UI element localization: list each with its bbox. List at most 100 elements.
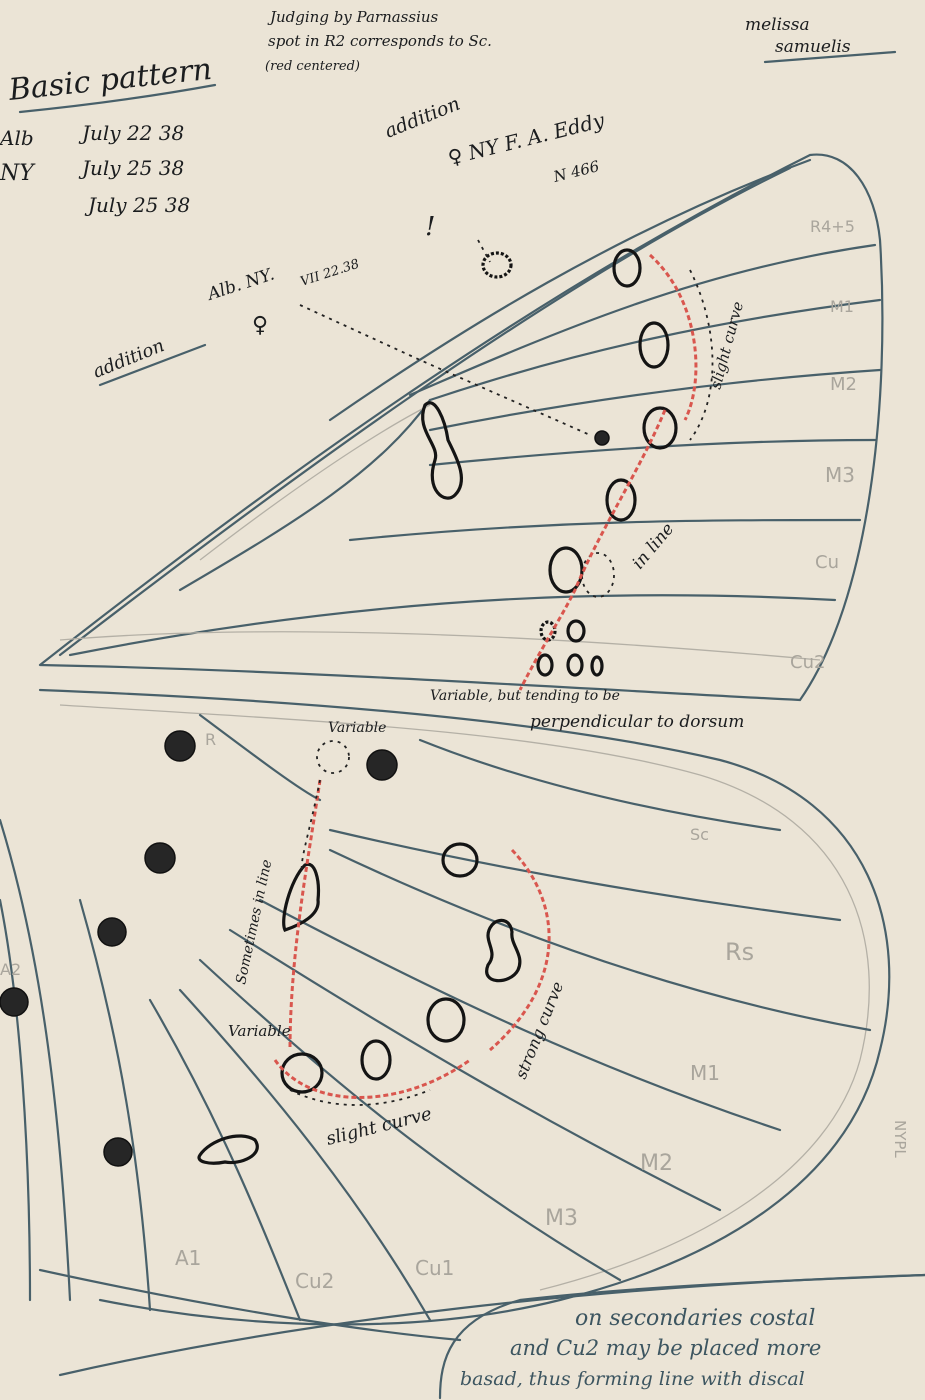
note-line: (red centered) [265,59,360,74]
strong-curve-note: strong curve [511,979,567,1082]
spot [638,321,670,369]
dotted-curve [300,779,321,871]
hindwing-vein [198,713,322,802]
spot [481,251,513,279]
spot [421,401,464,500]
spot [366,749,398,781]
locality: Alb [0,126,34,150]
hindwing-vein [178,988,432,1322]
vein-label: Sc [690,825,709,844]
red-curve [489,848,551,1052]
spot [590,655,604,677]
variable-note: perpendicular to dorsum [530,712,744,732]
vein-label: M3 [545,1206,578,1231]
slight-curve-note: slight curve [706,299,747,391]
addition-label: addition [382,93,464,143]
vein-label: R4+5 [810,217,855,236]
spot [280,1052,324,1094]
spot [97,917,127,947]
addition-underline [98,343,207,387]
hindwing-outline [38,688,891,1326]
spot [316,740,350,774]
footer-note-line: basad, thus forming line with discal [460,1368,805,1390]
sometimes-in-line-note: Sometimes in line [233,858,275,986]
red-curve [288,779,322,1051]
hindwing-vein [228,928,722,1212]
forewing-pencil-line [59,631,821,661]
hindwing [0,688,925,1377]
title-underline [18,83,217,114]
vein-label: M2 [640,1151,673,1176]
vein-label: R [205,730,216,749]
hindwing-spots [0,730,522,1167]
spot [360,1039,392,1081]
spot [642,406,678,450]
footer-note-frame [438,1273,925,1400]
spot [485,918,522,983]
spot [197,1134,259,1165]
locality: NY [0,161,36,186]
note-line: Judging by Parnassius [267,8,439,26]
forewing-spots [421,248,678,677]
vein-label: Rs [725,938,754,966]
variable-note: Variable [228,1022,291,1040]
hindwing-vein [258,898,782,1132]
spot [605,478,637,522]
vein-label: M1 [830,297,854,316]
addition-label: addition [90,335,167,383]
hindwing-pencil-line [59,704,870,1291]
page-title: Basic pattern [6,52,213,108]
hindwing-vein [418,738,782,832]
forewing-vein [68,594,837,657]
specimen-label: Alb. NY. [203,264,276,305]
specimen-label: ♀ [252,313,268,338]
dotted-curve [689,269,714,441]
footer-note-line: on secondaries costal [575,1306,815,1331]
vein-label: Cu1 [415,1256,454,1280]
date: July 25 38 [78,156,184,180]
forewing-vein [428,368,882,432]
vein-label: A1 [175,1246,201,1270]
hindwing-vein [38,1268,462,1342]
forewing-vein [428,298,882,402]
hindwing-vein [78,898,152,1312]
exclamation-mark: ! [425,212,435,242]
spot [594,430,610,446]
spot [426,997,466,1043]
specimen-number: N 466 [551,157,602,186]
variable-note: Variable, but tending to be [430,688,620,704]
in-line-note: in line [629,519,679,573]
spot [441,842,479,878]
spot [581,552,615,598]
red-curve [648,253,698,421]
vein-label: M1 [690,1061,720,1085]
hindwing-vein [0,818,72,1302]
forewing-vein [408,243,877,397]
spot [282,862,321,932]
forewing-outline [38,153,884,702]
note-line: spot in R2 corresponds to Sc. [268,32,492,50]
vein-label: M3 [825,463,855,487]
species-name: samuelis [775,37,851,57]
spot [536,653,554,677]
spot [144,842,176,874]
vein-label: Cu [815,552,839,573]
date: July 22 38 [78,121,184,145]
forewing-vein [178,398,432,592]
vein-label: Cu2 [295,1269,334,1293]
hindwing-vein [148,998,302,1322]
nypl-stamp: NYPL [891,1120,909,1158]
spot [103,1137,133,1167]
footer-note-line: and Cu2 may be placed more [510,1336,821,1360]
slight-curve-note: slight curve [324,1103,434,1149]
red-curve [518,409,667,691]
hindwing-vein [328,828,842,922]
vein-label: A2 [0,960,21,979]
forewing [38,153,884,702]
forewing-pencil-line [199,404,431,561]
spot [164,730,196,762]
spot [566,619,586,643]
species-underline [763,50,897,64]
vein-label: M2 [830,374,857,395]
hindwing-vein [328,848,872,1032]
